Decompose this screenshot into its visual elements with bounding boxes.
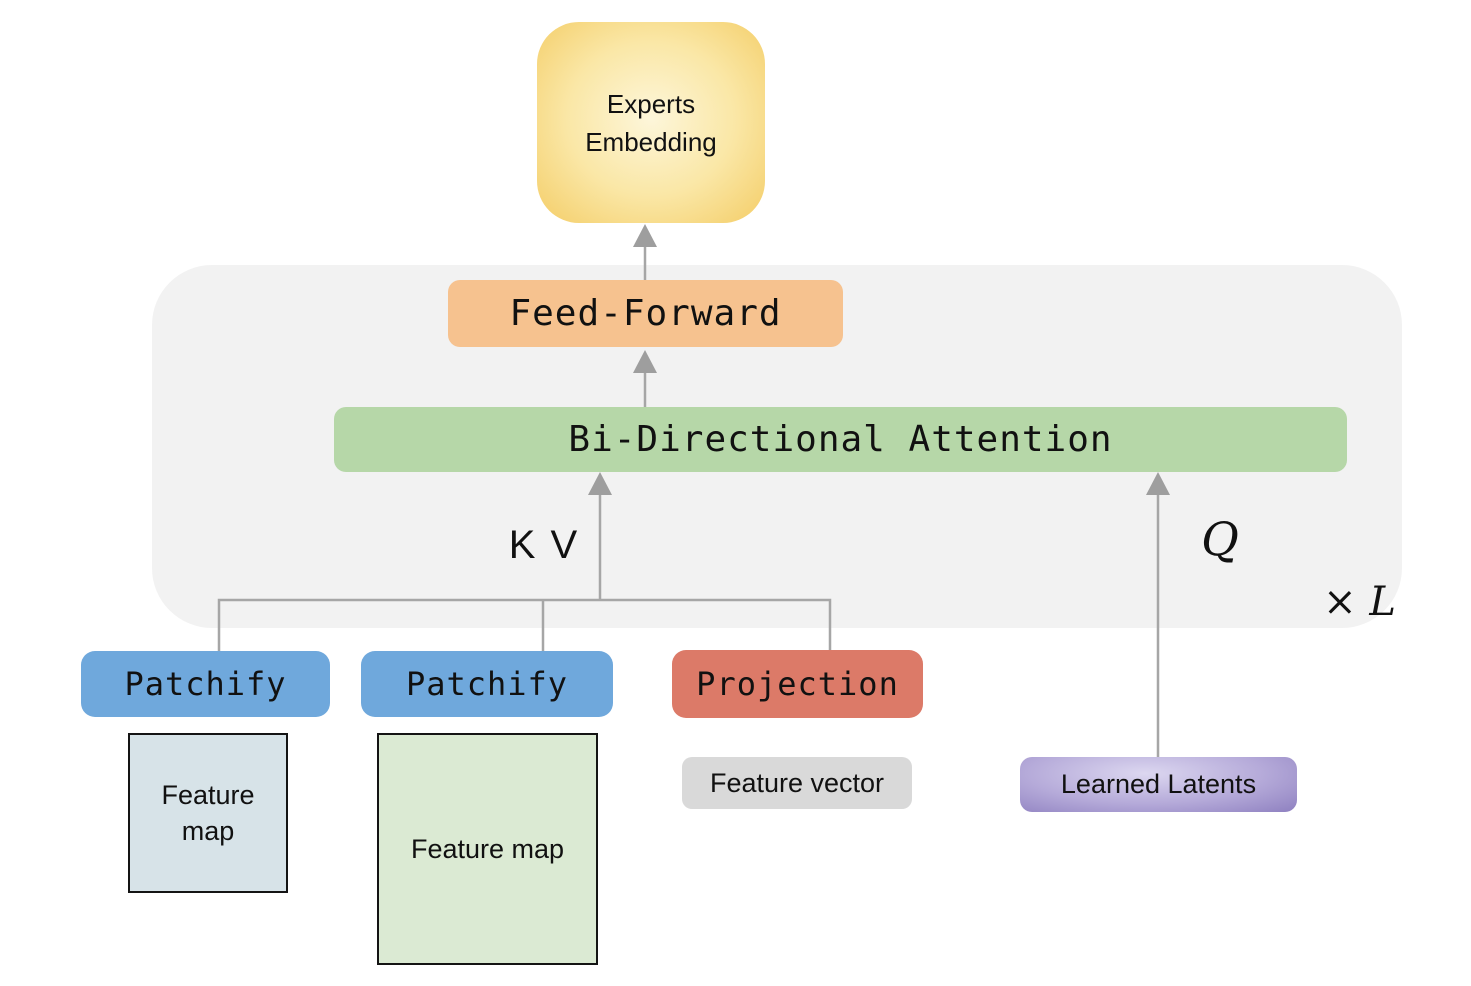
- feature-map-large-label: Feature map: [410, 833, 565, 864]
- patchify-left-node: Patchify: [81, 651, 330, 717]
- feed-forward-label: Feed-Forward: [509, 293, 782, 334]
- arrowhead-feedforward-to-experts: [633, 224, 657, 247]
- arrowhead-attention-to-feedforward: [633, 350, 657, 373]
- experts-embedding-label: Experts Embedding: [585, 88, 717, 157]
- patchify-middle-node: Patchify: [361, 651, 613, 717]
- patchify-middle-label: Patchify: [405, 665, 569, 703]
- arrowhead-kv-to-attention: [588, 472, 612, 495]
- repeat-times-l-annotation: × L: [1323, 579, 1396, 625]
- projection-label: Projection: [696, 665, 899, 703]
- feature-map-large-node: Feature map: [377, 733, 598, 965]
- arrowhead-latents-to-attention: [1146, 472, 1170, 495]
- feature-vector-label: Feature vector: [709, 767, 885, 798]
- kv-branch-connector: [217, 598, 832, 652]
- bi-directional-attention-label: Bi-Directional Attention: [568, 419, 1113, 460]
- kv-annotation: K V: [508, 522, 580, 567]
- projection-node: Projection: [672, 650, 923, 718]
- feed-forward-node: Feed-Forward: [448, 280, 843, 347]
- feature-map-small-label: Feature map: [161, 780, 255, 846]
- feature-map-small-node: Feature map: [128, 733, 288, 893]
- learned-latents-node: Learned Latents: [1020, 757, 1297, 812]
- q-annotation: Q: [1201, 512, 1239, 566]
- feature-vector-node: Feature vector: [682, 757, 912, 809]
- bi-directional-attention-node: Bi-Directional Attention: [334, 407, 1347, 472]
- experts-embedding-node: Experts Embedding: [537, 22, 765, 223]
- patchify-left-label: Patchify: [124, 665, 287, 703]
- learned-latents-label: Learned Latents: [1060, 769, 1257, 799]
